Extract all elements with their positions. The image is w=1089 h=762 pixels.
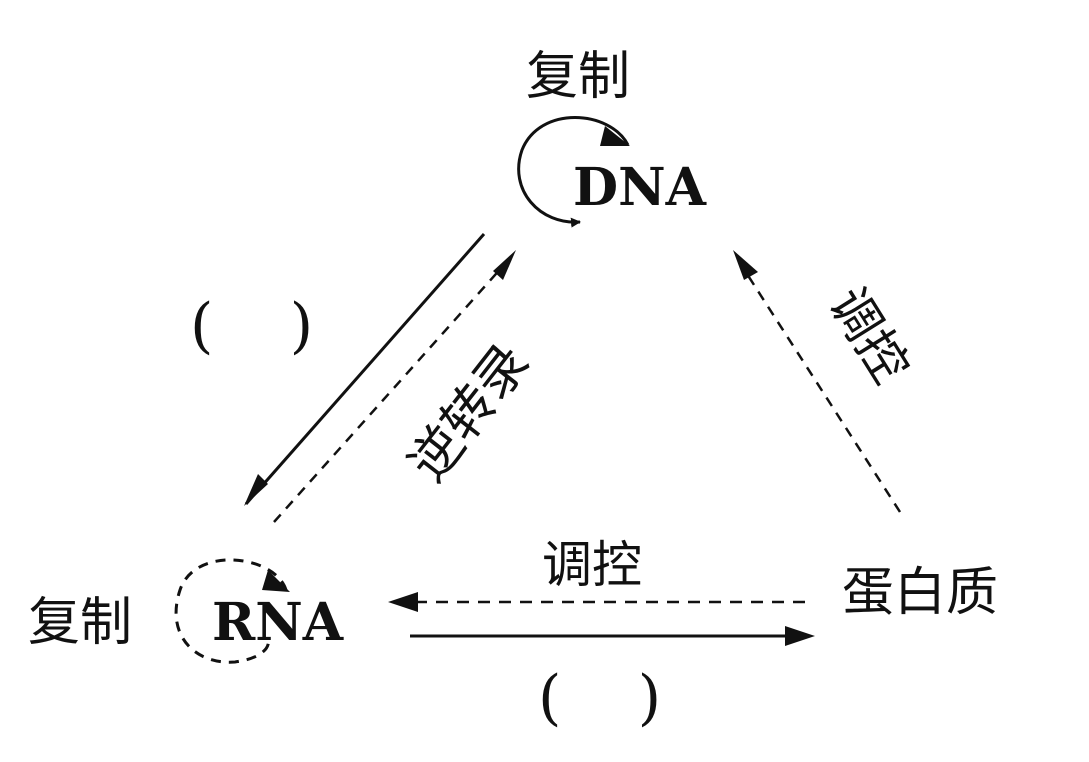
translation-arrowhead <box>785 626 815 646</box>
blank-rna-to-protein: ( ) <box>538 663 661 733</box>
reverse-transcription-arrow <box>273 255 513 523</box>
blank-dna-to-rna: ( ) <box>190 291 313 361</box>
rna-node: RNA <box>212 592 344 653</box>
regulation-label-protein-to-dna: 调控 <box>818 278 920 394</box>
dna-node: DNA <box>573 157 707 218</box>
protein-to-rna-arrowhead <box>388 592 418 612</box>
reverse-transcription-arrowhead <box>493 250 516 280</box>
rna-replication-loop <box>174 558 288 664</box>
transcription-arrowhead <box>244 474 268 506</box>
reverse-transcription-label: 逆转录 <box>398 333 541 493</box>
dna-replication-label: 复制 <box>526 47 630 107</box>
protein-to-dna-regulation-arrow <box>736 259 902 513</box>
dna-replication-arrowhead <box>600 126 630 146</box>
protein-node: 蛋白质 <box>842 563 998 623</box>
rna-replication-arrowhead <box>262 570 290 592</box>
regulation-label-protein-to-rna: 调控 <box>542 536 642 594</box>
rna-replication-label: 复制 <box>28 593 132 653</box>
dna-replication-loop <box>517 116 630 228</box>
transcription-arrow <box>244 233 486 505</box>
protein-to-dna-arrowhead <box>733 250 758 280</box>
